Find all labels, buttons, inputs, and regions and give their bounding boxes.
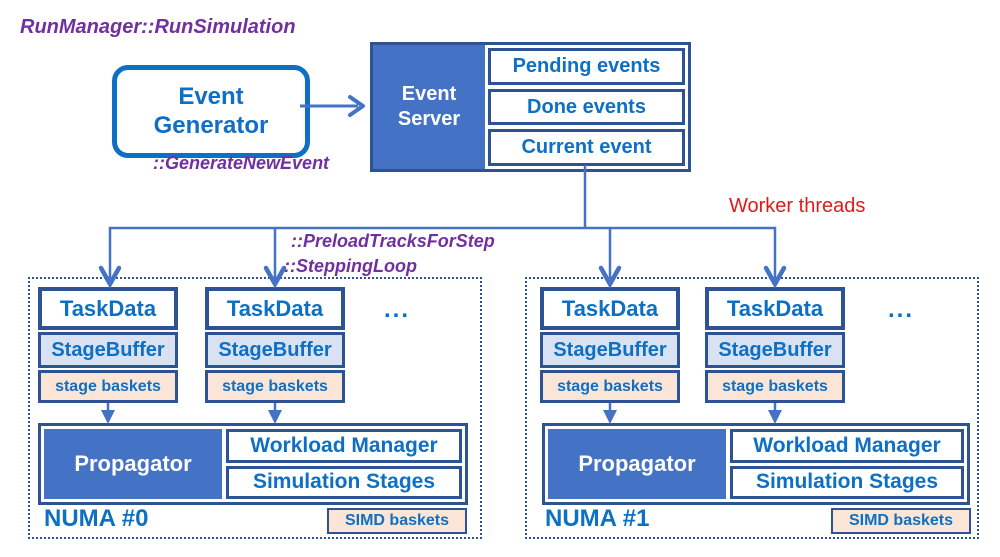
event-server-title: Event Server	[373, 45, 485, 169]
stagebuffer-box: StageBuffer	[38, 332, 178, 368]
generate-new-event-label: ::GenerateNewEvent	[153, 153, 330, 173]
preload-tracks-label: ::PreloadTracksForStep	[291, 231, 495, 251]
propagator-box: Propagator	[548, 429, 726, 499]
stage-baskets-box: stage baskets	[38, 370, 178, 403]
simd-baskets-box: SIMD baskets	[831, 508, 971, 534]
task-group: TaskData StageBuffer stage baskets	[205, 287, 345, 403]
stage-baskets-box: stage baskets	[705, 370, 845, 403]
propagator-box: Propagator	[44, 429, 222, 499]
stage-baskets-box: stage baskets	[205, 370, 345, 403]
propagator-workload-box: Propagator Workload Manager Simulation S…	[38, 423, 468, 505]
stagebuffer-box: StageBuffer	[205, 332, 345, 368]
queue-current-event: Current event	[488, 129, 685, 167]
event-generator-label: Event Generator	[153, 82, 269, 139]
event-server-box: Event Server Pending events Done events …	[370, 42, 691, 172]
stepping-loop-label: ::SteppingLoop	[284, 256, 417, 276]
stagebuffer-box: StageBuffer	[540, 332, 680, 368]
stage-baskets-box: stage baskets	[540, 370, 680, 403]
manager-column: Workload Manager Simulation Stages	[730, 429, 964, 499]
task-group: TaskData StageBuffer stage baskets	[38, 287, 178, 403]
manager-column: Workload Manager Simulation Stages	[226, 429, 462, 499]
simulation-stages-box: Simulation Stages	[226, 465, 462, 499]
task-group: TaskData StageBuffer stage baskets	[540, 287, 680, 403]
worker-threads-label: Worker threads	[729, 195, 866, 217]
more-taskdata-ellipsis: ...	[888, 296, 915, 323]
run-manager-label: RunManager::RunSimulation	[20, 16, 296, 38]
task-group: TaskData StageBuffer stage baskets	[705, 287, 845, 403]
taskdata-box: TaskData	[38, 287, 178, 330]
stagebuffer-box: StageBuffer	[705, 332, 845, 368]
workload-manager-box: Workload Manager	[730, 429, 964, 463]
simd-baskets-box: SIMD baskets	[327, 508, 467, 534]
propagator-workload-box: Propagator Workload Manager Simulation S…	[542, 423, 970, 505]
taskdata-box: TaskData	[205, 287, 345, 330]
taskdata-box: TaskData	[540, 287, 680, 330]
workload-manager-box: Workload Manager	[226, 429, 462, 463]
event-generator-box: Event Generator	[112, 65, 310, 158]
more-taskdata-ellipsis: ...	[384, 296, 411, 323]
queue-pending-events: Pending events	[488, 48, 685, 85]
queue-done-events: Done events	[488, 88, 685, 126]
numa-0-label: NUMA #0	[44, 505, 149, 532]
simulation-stages-box: Simulation Stages	[730, 465, 964, 499]
numa-1-label: NUMA #1	[545, 505, 650, 532]
taskdata-box: TaskData	[705, 287, 845, 330]
event-server-queues: Pending events Done events Current event	[485, 45, 688, 169]
